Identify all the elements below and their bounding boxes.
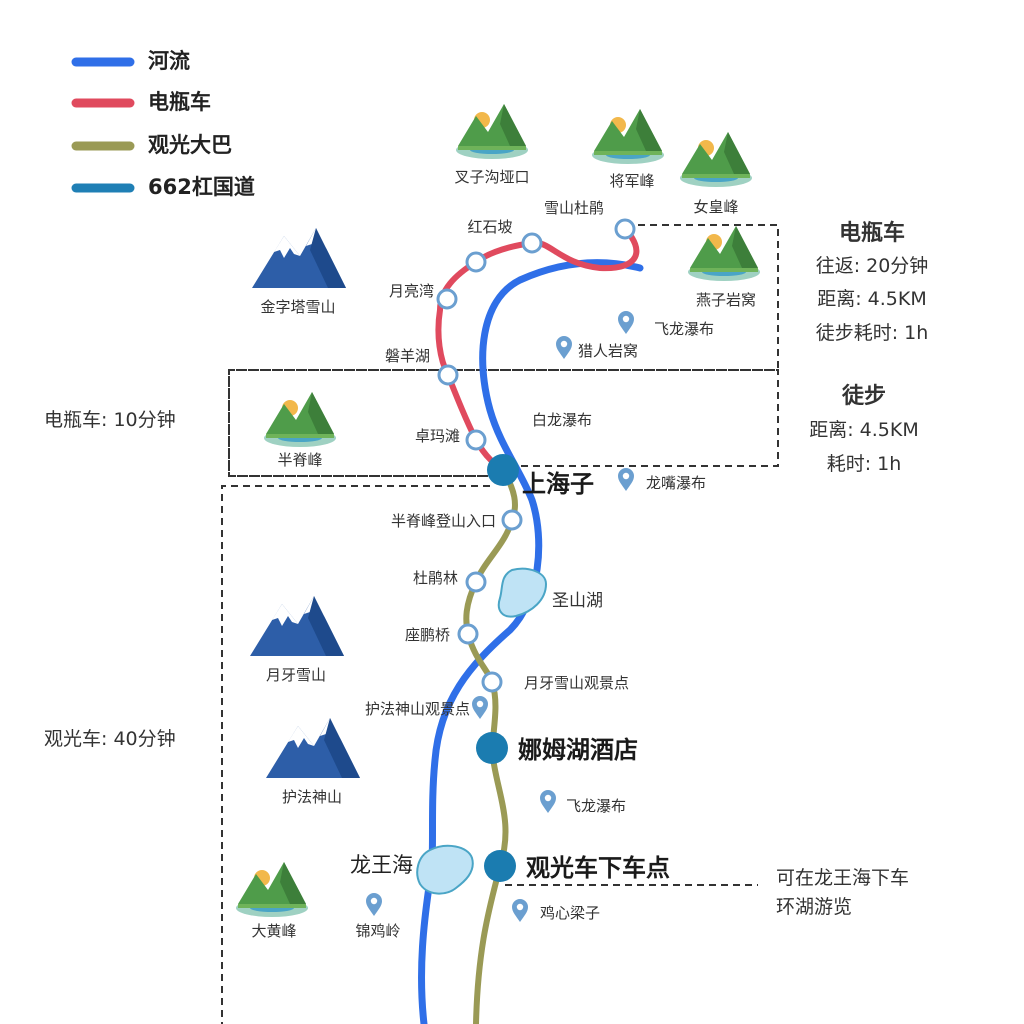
stop-label: 座鹏桥 [405,626,450,644]
stop-yueya-view [481,671,503,693]
svg-text:金字塔雪山: 金字塔雪山 [260,298,335,316]
svg-text:距离: 4.5KM: 距离: 4.5KM [817,288,927,310]
stop-label: 雪山杜鹃 [544,199,604,217]
stop-xueshandupeng [614,218,636,240]
stop-label: 护法神山观景点 [365,700,470,718]
svg-text:月牙雪山: 月牙雪山 [266,666,326,684]
svg-text:耗时: 1h: 耗时: 1h [827,453,902,475]
poi-bailong: 白龙瀑布 [532,411,592,429]
stop-yueliangwan-2 [436,288,458,310]
lake-label-shengshan: 圣山湖 [552,591,603,611]
poi-hufa-view [472,696,488,719]
station-namuhu: 娜姆湖酒店 [476,732,638,764]
svg-text:燕子岩窝: 燕子岩窝 [696,291,756,309]
peak-dahuang: 大黄峰 [236,862,308,940]
svg-text:观光车下车点: 观光车下车点 [526,854,670,882]
svg-text:环湖游览: 环湖游览 [776,896,852,918]
stop-label: 半脊峰登山入口 [391,512,496,530]
lake-shengshan [497,567,548,618]
stop-banji-entrance [501,509,523,531]
stop-panyanghu [437,364,459,386]
legend-item-river: 河流 [71,49,190,73]
legend-label: 662杠国道 [148,175,255,199]
note-dropoff: 可在龙王海下车 环湖游览 [776,867,909,918]
poi-feilong-1: 飞龙瀑布 [618,311,714,338]
svg-text:可在龙王海下车: 可在龙王海下车 [776,867,909,889]
svg-text:大黄峰: 大黄峰 [251,922,296,940]
legend-item-ebike: 电瓶车 [71,90,211,114]
svg-text:往返: 20分钟: 往返: 20分钟 [816,255,929,277]
note-ebike-info: 电瓶车 往返: 20分钟 距离: 4.5KM 徒步耗时: 1h [816,220,929,344]
svg-text:护法神山: 护法神山 [282,788,342,806]
stop-zhuomatan [465,429,487,451]
peak-jiangjun: 将军峰 [592,109,664,190]
ebike-route [435,226,640,473]
svg-text:女皇峰: 女皇峰 [693,198,738,216]
svg-text:上海子: 上海子 [522,470,594,498]
svg-text:鸡心梁子: 鸡心梁子 [540,904,600,922]
snow-mountain-jinzita: 金字塔雪山 [252,228,346,316]
svg-text:电瓶车: 电瓶车 [839,220,905,246]
svg-text:徒步: 徒步 [841,383,886,409]
stop-label: 卓玛滩 [415,427,460,445]
svg-text:锦鸡岭: 锦鸡岭 [355,922,400,940]
peak-chazigou: 叉子沟垭口 [454,104,530,186]
station-shanghaizi: 上海子 [487,454,594,498]
snow-mountain-hufa: 护法神山 [266,718,360,806]
snow-mountain-yueya: 月牙雪山 [250,596,344,684]
peak-yanziyan: 燕子岩窝 [688,226,760,309]
stop-label: 月亮湾 [389,282,434,300]
hike-region [228,369,779,477]
poi-longzui: 龙嘴瀑布 [618,468,706,492]
legend-label: 电瓶车 [148,90,211,114]
svg-text:飞龙瀑布: 飞龙瀑布 [654,320,714,338]
svg-text:距离: 4.5KM: 距离: 4.5KM [809,419,919,441]
route-stops [436,218,636,693]
note-ebike-time: 电瓶车: 10分钟 [44,409,176,431]
stop-hongshipo [521,232,543,254]
stop-labels: 雪山杜鹃 红石坡 月亮湾 磐羊湖 卓玛滩 半脊峰登山入口 杜鹃林 座鹏桥 月牙雪… [365,199,629,718]
poi-feilong-2: 飞龙瀑布 [540,790,626,815]
stop-yueliangwan [465,251,487,273]
legend-label: 河流 [148,49,190,73]
note-hike-info: 徒步 距离: 4.5KM 耗时: 1h [809,383,919,475]
stop-zuopengqiao [457,623,479,645]
stop-label: 月牙雪山观景点 [524,674,629,692]
lake-label-longwang: 龙王海 [350,853,413,877]
lake-longwang [416,844,474,895]
poi-jinjiling: 锦鸡岭 [355,893,401,940]
legend-label: 观光大巴 [148,133,232,157]
legend-item-highway: 662杠国道 [71,175,255,199]
dashed-regions [221,224,779,1024]
stop-label: 磐羊湖 [385,347,430,365]
bus-region [221,485,490,1024]
svg-text:半脊峰: 半脊峰 [277,451,322,469]
poi-lierenyan: 猎人岩窝 [556,336,638,360]
svg-text:龙嘴瀑布: 龙嘴瀑布 [646,474,706,492]
legend-item-bus: 观光大巴 [71,133,232,157]
station-dropoff: 观光车下车点 [484,850,670,882]
peak-nvhuang: 女皇峰 [680,132,752,216]
svg-text:飞龙瀑布: 飞龙瀑布 [566,797,626,815]
svg-text:猎人岩窝: 猎人岩窝 [578,342,638,360]
legend: 河流 电瓶车 观光大巴 662杠国道 [71,49,255,199]
poi-jixinliangzi: 鸡心梁子 [512,899,600,922]
svg-text:将军峰: 将军峰 [609,172,654,190]
svg-text:娜姆湖酒店: 娜姆湖酒店 [518,736,638,764]
svg-text:白龙瀑布: 白龙瀑布 [532,411,592,429]
svg-text:叉子沟垭口: 叉子沟垭口 [454,168,529,186]
note-bus-time: 观光车: 40分钟 [44,728,176,750]
peak-banji: 半脊峰 [264,392,336,469]
stop-label: 红石坡 [467,218,512,236]
svg-text:徒步耗时: 1h: 徒步耗时: 1h [816,322,929,344]
stop-dupenglin [465,571,487,593]
stop-label: 杜鹃林 [413,569,458,587]
